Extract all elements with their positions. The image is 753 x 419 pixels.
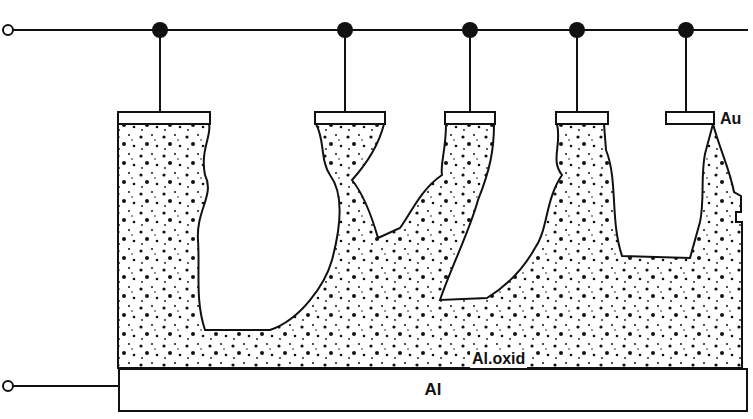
part-name: Al — [425, 380, 442, 400]
aluminium-band: Al — [118, 368, 748, 412]
junction-dots — [152, 22, 694, 38]
oxide-layer — [118, 124, 742, 368]
top-wire — [13, 29, 748, 31]
gold-pads — [118, 112, 714, 124]
gold-label: Au — [718, 110, 743, 128]
terminal — [3, 25, 13, 35]
oxide-label: Al.oxid — [470, 350, 527, 368]
terminal — [3, 381, 13, 391]
bottom-wire — [13, 385, 120, 387]
contact-leads — [160, 30, 686, 112]
